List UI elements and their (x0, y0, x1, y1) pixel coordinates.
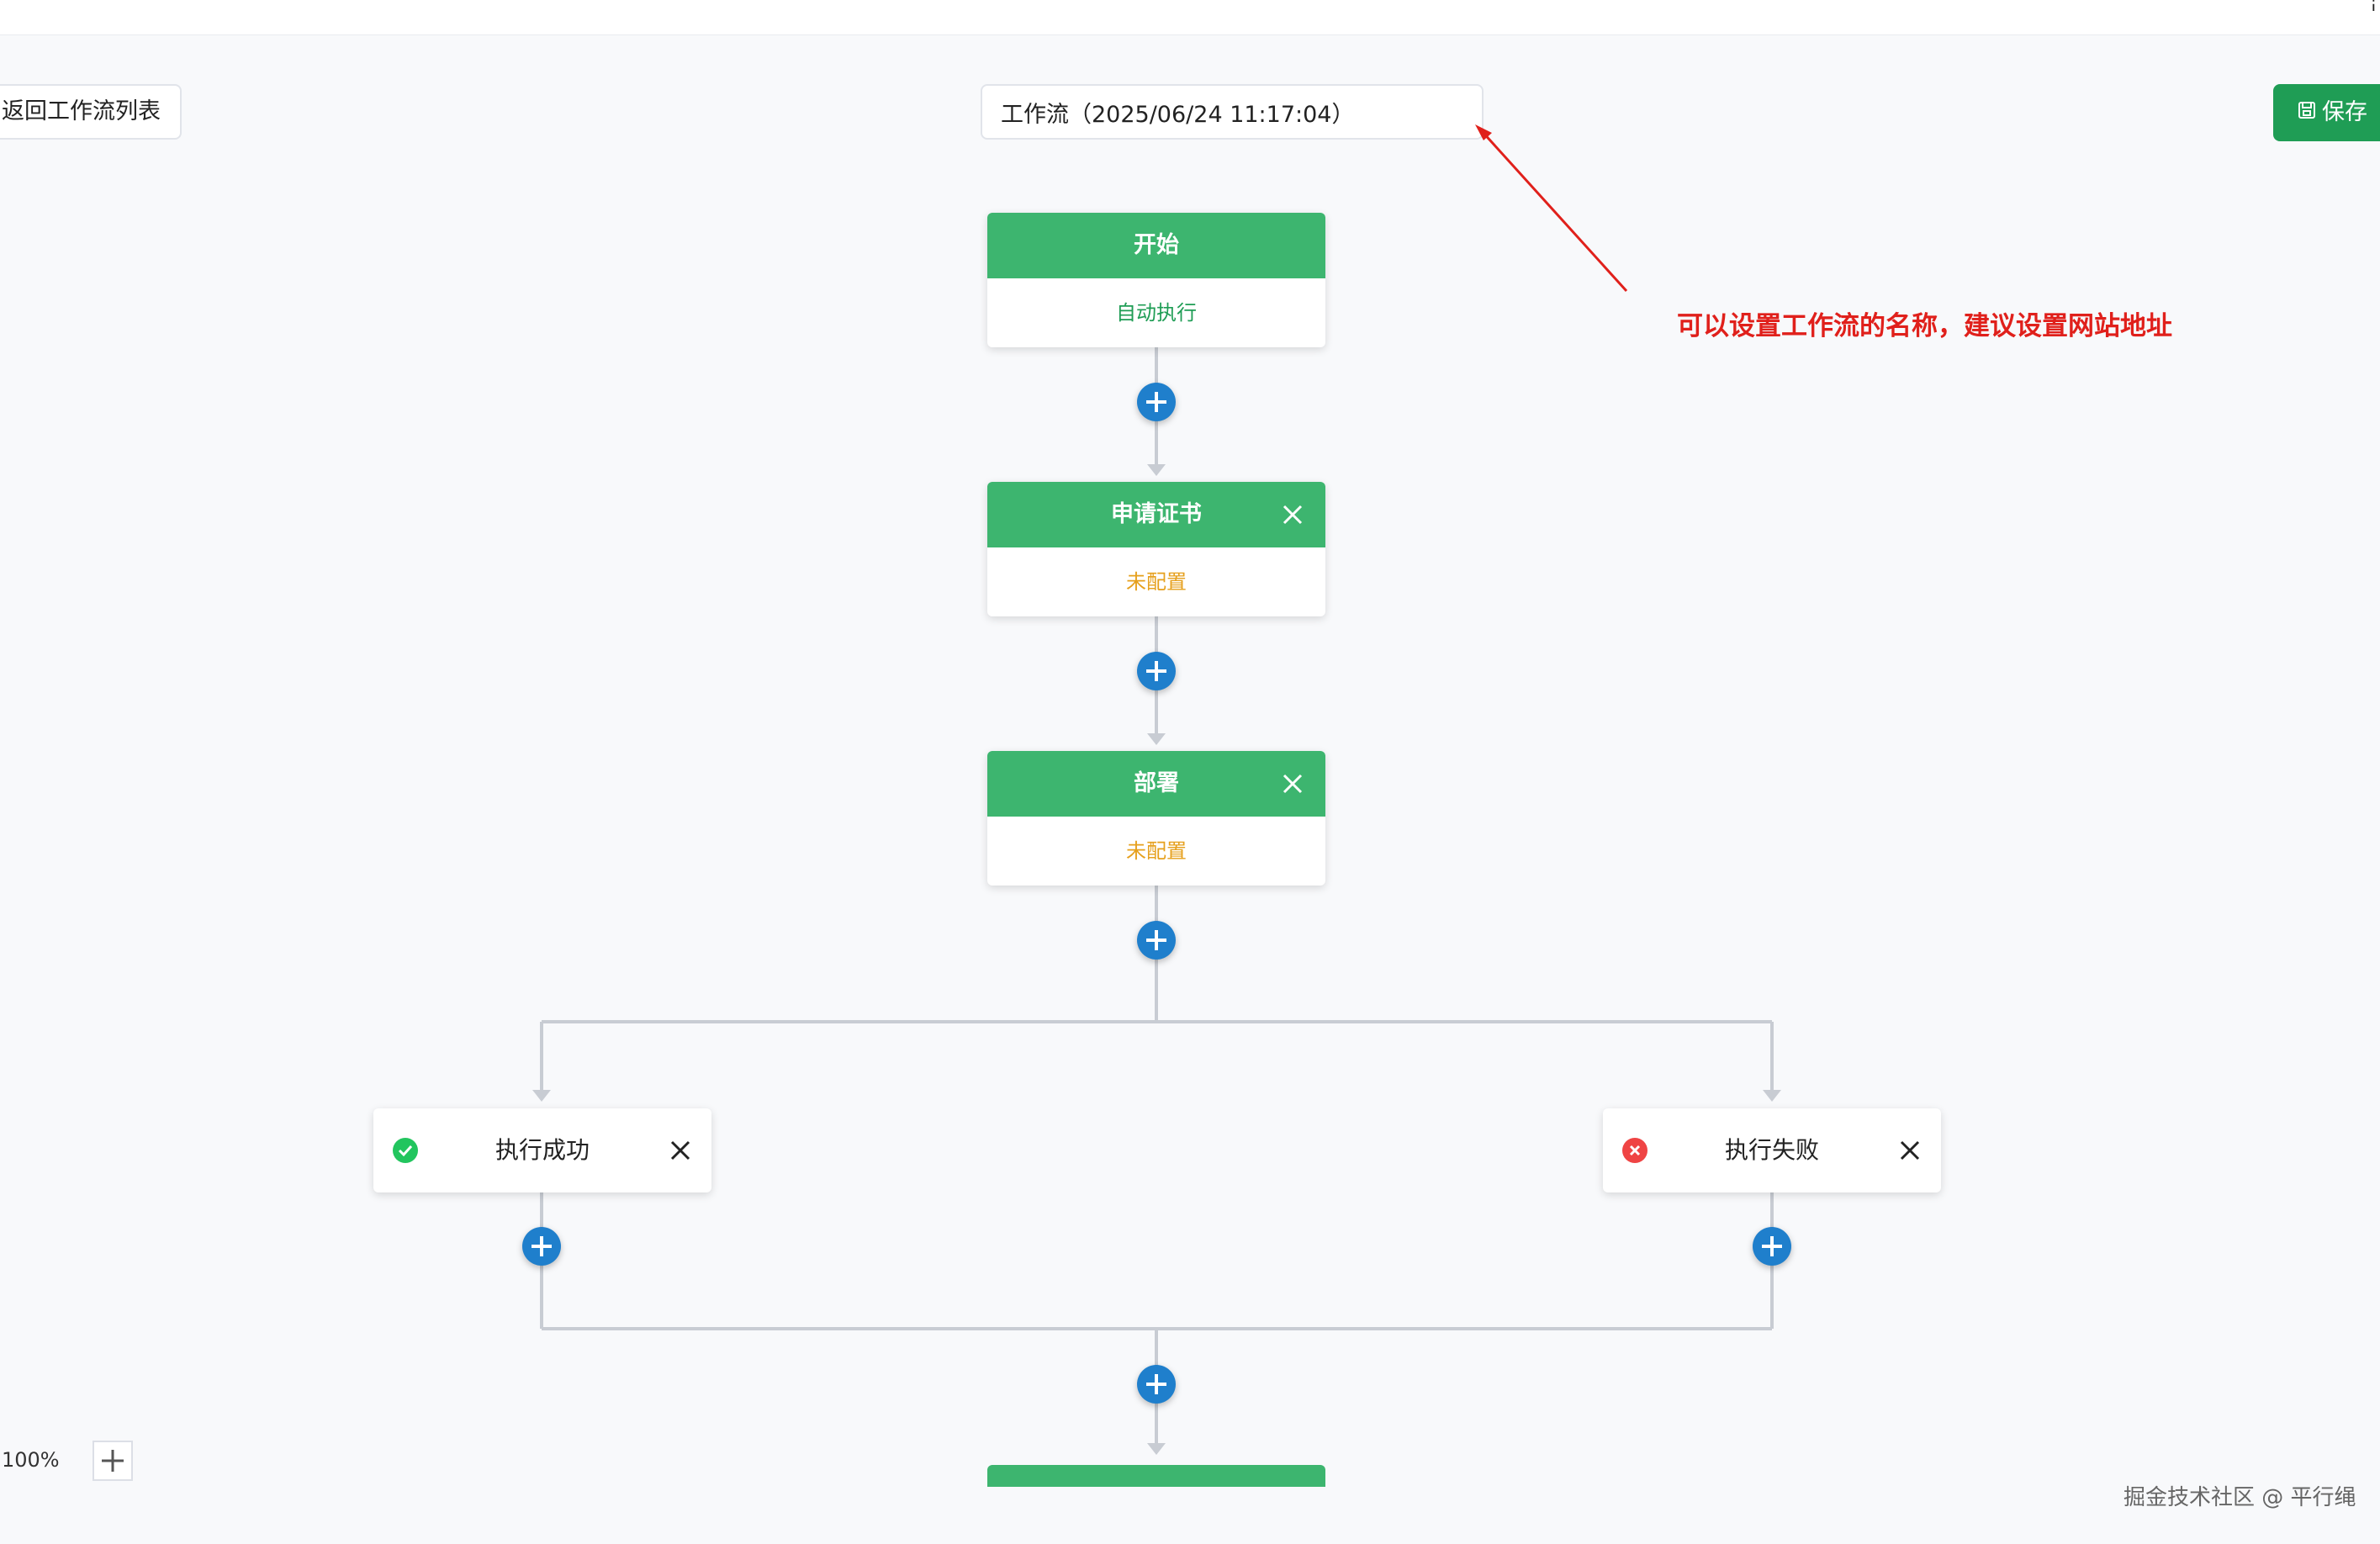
corner-glyph: ¦ (2370, 0, 2377, 13)
node-title: 申请证书 (1111, 501, 1202, 527)
annotation-note: 可以设置工作流的名称，建议设置网站地址 (1677, 311, 2172, 341)
branch-failure[interactable]: 执行失败 (1603, 1108, 1941, 1192)
annotation-arrow (1475, 124, 1628, 293)
watermark: 掘金技术社区 @ 平行绳 (2123, 1485, 2356, 1510)
node-status: 自动执行 (1116, 301, 1197, 325)
plus-icon (1762, 1236, 1782, 1256)
branch-success[interactable]: 执行成功 (373, 1108, 711, 1192)
node-title: 部署 (1134, 770, 1179, 796)
close-icon[interactable] (1896, 1108, 1924, 1192)
plus-icon (1146, 930, 1166, 950)
plus-icon (532, 1236, 552, 1256)
check-circle-icon (392, 1137, 419, 1164)
zoom-in-button[interactable] (93, 1441, 133, 1481)
close-icon[interactable] (1278, 751, 1307, 817)
start-node[interactable]: 开始 自动执行 (987, 213, 1325, 347)
apply-certificate-node[interactable]: 申请证书 未配置 (987, 482, 1325, 616)
close-icon[interactable] (1278, 482, 1307, 547)
branch-label: 执行失败 (1724, 1136, 1819, 1164)
deploy-node[interactable]: 部署 未配置 (987, 751, 1325, 886)
plus-icon (1146, 392, 1166, 412)
close-icon[interactable] (666, 1108, 695, 1192)
node-title: 开始 (987, 213, 1325, 278)
add-node-button[interactable] (1137, 921, 1176, 960)
add-node-button[interactable] (1753, 1227, 1791, 1266)
save-button-label: 保存 (2322, 99, 2367, 125)
workflow-name-input[interactable] (981, 84, 1484, 140)
plus-icon (1146, 661, 1166, 681)
node-status: 未配置 (1126, 570, 1187, 594)
add-node-button[interactable] (1137, 652, 1176, 690)
node-status: 未配置 (1126, 839, 1187, 863)
branch-label: 执行成功 (495, 1136, 590, 1164)
top-bar: ¦ (0, 0, 2380, 35)
save-icon (2297, 85, 2317, 142)
error-circle-icon (1621, 1137, 1648, 1164)
add-node-button[interactable] (1137, 1365, 1176, 1404)
next-node-partial[interactable] (987, 1465, 1325, 1487)
zoom-level: 100% (2, 1448, 60, 1472)
plus-icon (102, 1450, 124, 1472)
add-node-button[interactable] (522, 1227, 561, 1266)
save-button[interactable]: 保存 (2273, 84, 2380, 141)
plus-icon (1146, 1374, 1166, 1394)
add-node-button[interactable] (1137, 383, 1176, 421)
back-to-workflow-list-button[interactable]: 返回工作流列表 (0, 84, 182, 140)
